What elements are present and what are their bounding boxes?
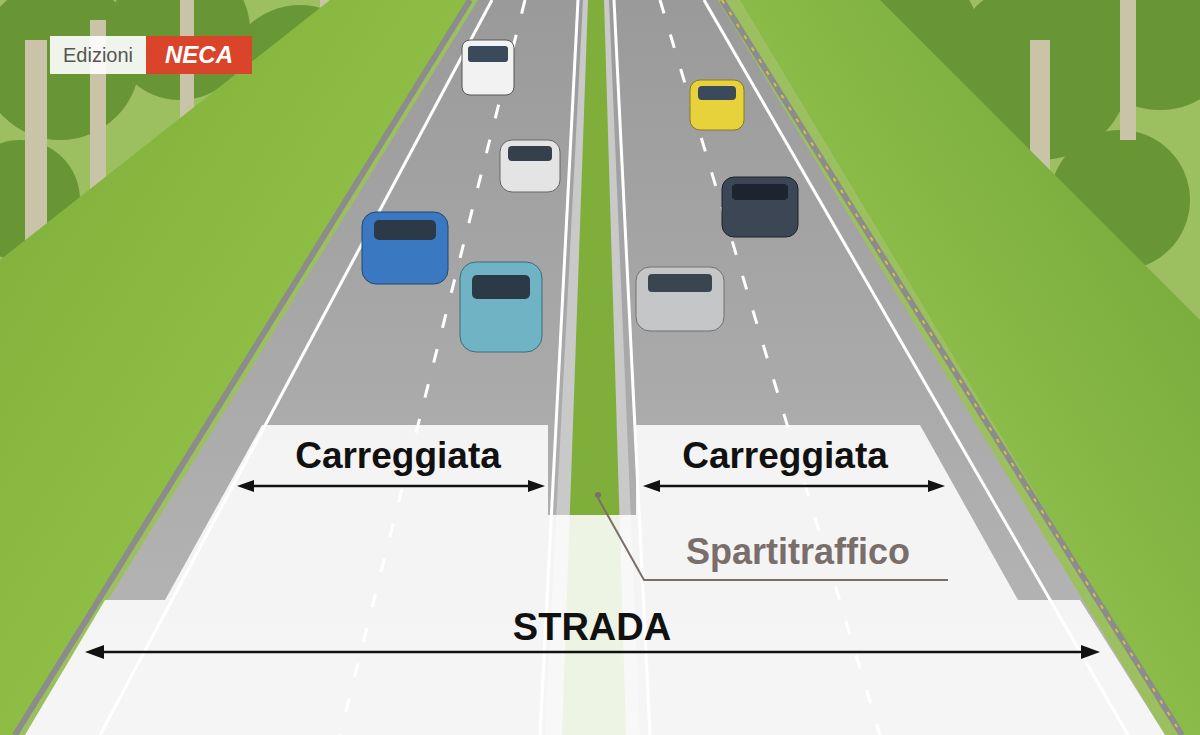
part-label: Carreggiata bbox=[295, 436, 501, 477]
part-label: Spartitraffico bbox=[686, 532, 910, 572]
logo-box bbox=[50, 36, 146, 74]
leader-line bbox=[598, 498, 948, 580]
logo-box bbox=[146, 36, 252, 74]
logo-text: Edizioni bbox=[63, 44, 133, 66]
label-panel bbox=[25, 425, 1165, 735]
road-surface bbox=[25, 0, 1165, 735]
cars bbox=[362, 40, 798, 352]
leader-dot bbox=[595, 492, 601, 498]
dimension-arrows bbox=[85, 480, 1100, 659]
part-label: STRADA bbox=[513, 607, 671, 649]
part-label: Carreggiata bbox=[682, 436, 888, 477]
logo-text: NECA bbox=[165, 42, 233, 68]
